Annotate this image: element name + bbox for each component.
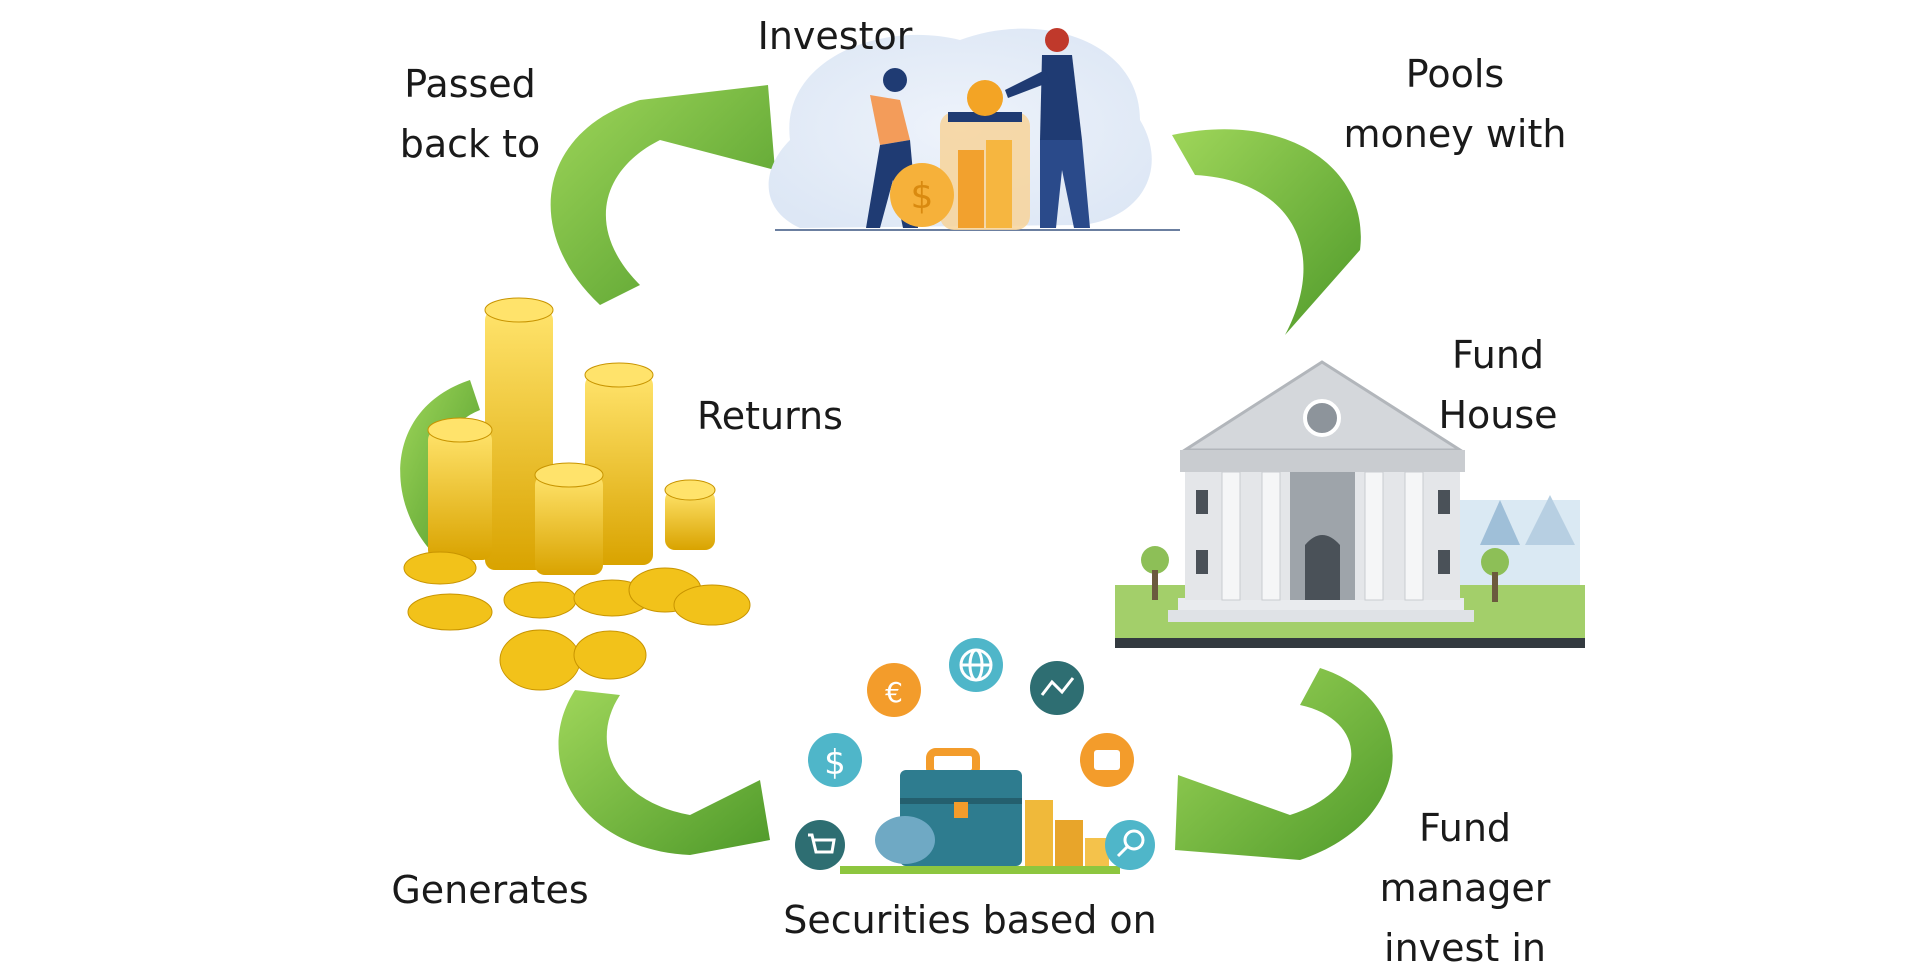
node-label-fund-house: Fund House	[1438, 333, 1558, 437]
svg-text:€: €	[885, 676, 903, 709]
arrow-left-back-curve	[400, 380, 480, 560]
node-label-securities: Securities based on	[783, 898, 1157, 942]
arrow-returns-to-investor	[550, 85, 775, 305]
payment-icon	[1080, 733, 1134, 787]
node-label-returns: Returns	[697, 394, 843, 438]
search-icon	[1105, 820, 1155, 870]
arrow-label-generates: Generates	[391, 868, 589, 912]
arrow-fund-house-to-securities	[1175, 668, 1393, 860]
globe-icon	[949, 638, 1003, 692]
chart-icon	[1030, 661, 1084, 715]
node-label-investor: Investor	[757, 14, 913, 58]
dollar-icon: $	[808, 733, 862, 787]
euro-bag-icon: €	[867, 663, 921, 717]
svg-text:$: $	[911, 176, 934, 217]
arrow-label-pools-money-with: Pools money with	[1343, 52, 1567, 156]
cart-icon	[795, 820, 845, 870]
people-saving-coins-in-jar-icon: $	[768, 28, 1180, 231]
arrow-securities-to-returns	[558, 690, 770, 855]
arrow-label-passed-back-to: Passed back to	[399, 62, 541, 166]
briefcase-with-finance-icons	[840, 748, 1120, 874]
arrow-investor-to-fund-house	[1172, 129, 1361, 335]
svg-text:$: $	[824, 743, 846, 783]
bank-building-icon	[1115, 360, 1585, 648]
arrow-label-fund-manager-invest-in: Fund manager invest in	[1379, 806, 1551, 970]
gold-coin-stacks-icon	[403, 297, 751, 691]
